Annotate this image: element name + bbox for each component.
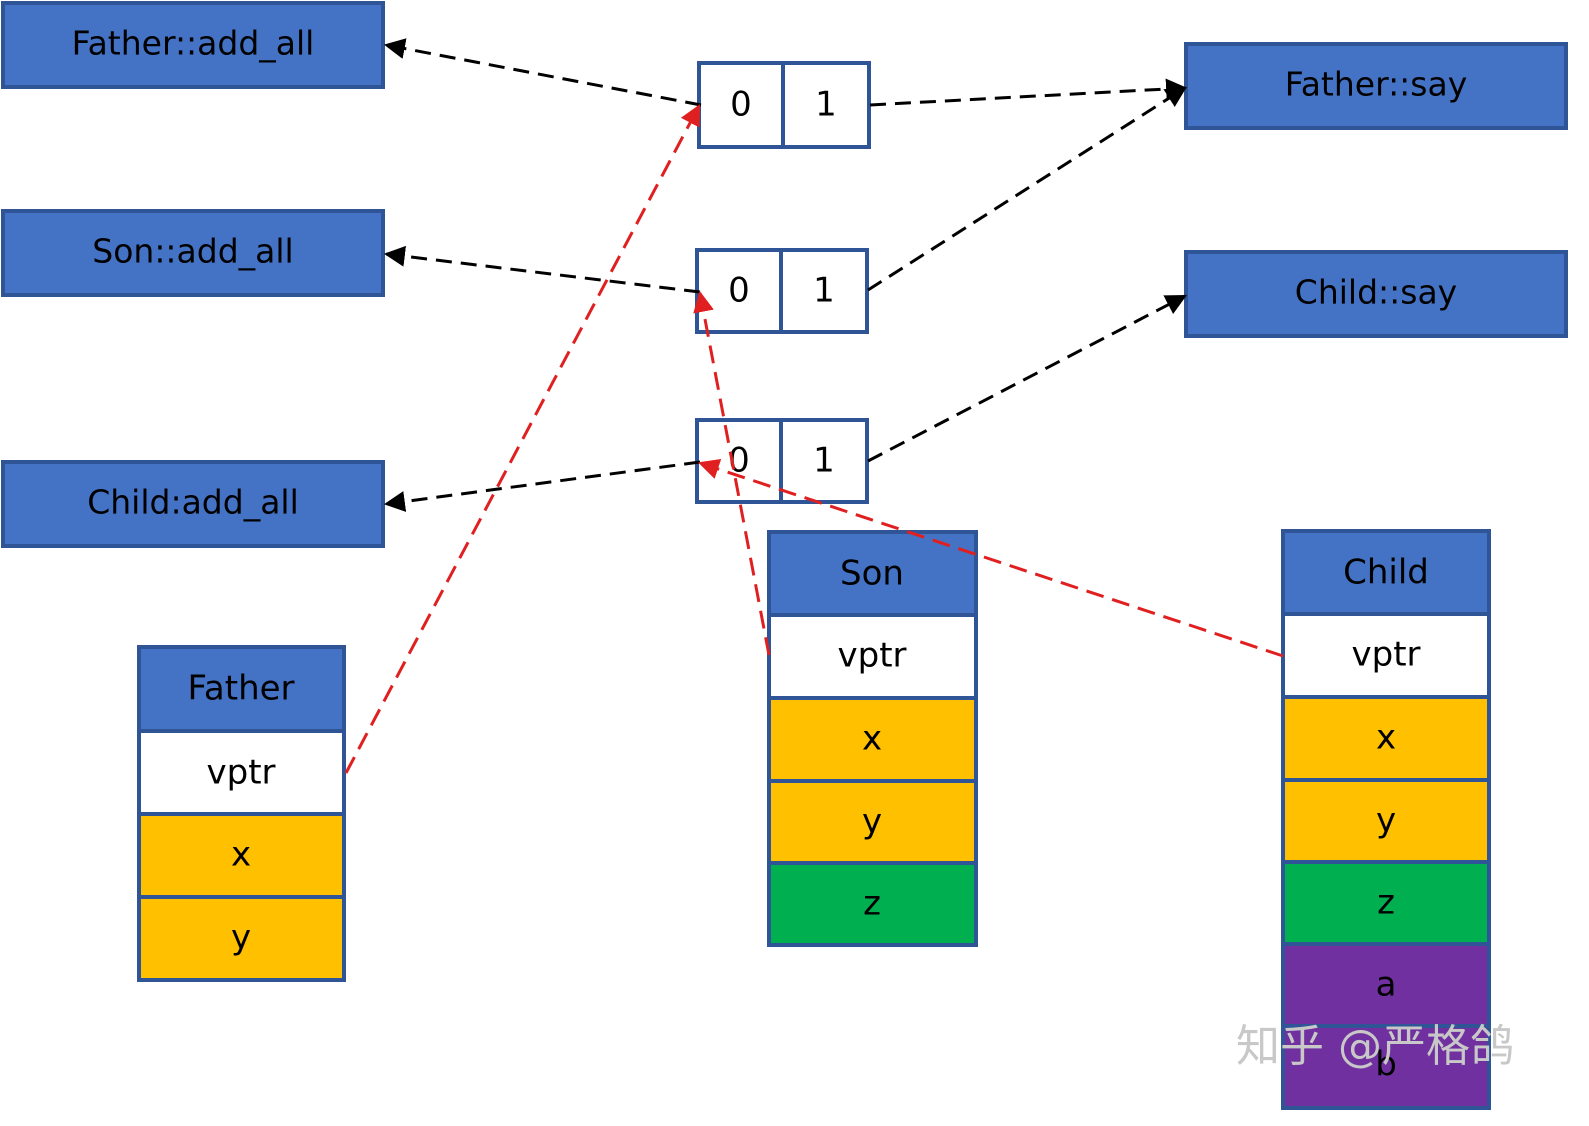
watermark: 知乎 @严格鸽 bbox=[1236, 1021, 1514, 1072]
father-x-cell: x bbox=[231, 835, 251, 875]
father-say-box: Father::say bbox=[1184, 42, 1568, 130]
vtable-child-slot-0: 0 bbox=[728, 441, 750, 481]
child-vptr-cell: vptr bbox=[1351, 635, 1420, 675]
child-add-all-box: Child:add_all bbox=[1, 460, 385, 548]
vptr-arrows bbox=[344, 104, 1284, 774]
child-say-label: Child::say bbox=[1295, 273, 1457, 312]
son-x-cell: x bbox=[862, 719, 882, 759]
arrow-father-slot1-to-father-say bbox=[869, 78, 1188, 107]
child-y-cell: y bbox=[1376, 801, 1396, 841]
child-z-cell: z bbox=[1377, 883, 1395, 923]
son-y-cell: y bbox=[862, 802, 882, 842]
father-object-title: Father bbox=[187, 669, 294, 709]
arrow-child-vptr-to-vtable bbox=[698, 458, 1284, 658]
arrow-father-vptr-to-vtable bbox=[344, 104, 701, 774]
arrow-son-vptr-to-vtable bbox=[693, 290, 771, 656]
child-add-all-label: Child:add_all bbox=[87, 483, 299, 522]
vtable-father-slot-1: 1 bbox=[815, 85, 837, 125]
son-add-all-box: Son::add_all bbox=[1, 209, 385, 297]
son-object: Son vptr x y z bbox=[767, 530, 978, 947]
son-z-cell: z bbox=[863, 884, 881, 924]
child-b-cell: b bbox=[1375, 1045, 1397, 1085]
child-object: Child vptr x y z a b bbox=[1281, 529, 1491, 1110]
father-object: Father vptr x y bbox=[137, 645, 346, 982]
vtable-son-slot-1: 1 bbox=[813, 271, 835, 311]
vtable-son-slot-0: 0 bbox=[728, 271, 750, 311]
arrow-child-slot1-to-child-say bbox=[867, 294, 1187, 463]
arrow-son-slot1-to-father-say bbox=[867, 86, 1187, 292]
father-add-all-label: Father::add_all bbox=[72, 24, 315, 63]
arrow-child-slot0-to-child-add-all bbox=[383, 460, 701, 512]
vtable-father-slot-0: 0 bbox=[730, 85, 752, 125]
arrow-father-slot0-to-father-add-all bbox=[383, 38, 702, 107]
father-add-all-box: Father::add_all bbox=[1, 1, 385, 89]
father-y-cell: y bbox=[231, 918, 251, 958]
function-pointer-arrows bbox=[383, 38, 1188, 512]
child-say-box: Child::say bbox=[1184, 250, 1568, 338]
son-add-all-label: Son::add_all bbox=[92, 232, 293, 271]
father-vptr-cell: vptr bbox=[206, 753, 275, 793]
child-x-cell: x bbox=[1376, 718, 1396, 758]
vtable-father: 0 1 bbox=[697, 61, 871, 149]
father-say-label: Father::say bbox=[1285, 65, 1468, 104]
vtable-son: 0 1 bbox=[695, 248, 869, 334]
arrow-son-slot0-to-son-add-all bbox=[383, 245, 701, 294]
son-object-title: Son bbox=[840, 554, 904, 594]
vtable-child: 0 1 bbox=[695, 418, 869, 504]
child-a-cell: a bbox=[1376, 965, 1397, 1005]
son-vptr-cell: vptr bbox=[837, 636, 906, 676]
vtable-child-slot-1: 1 bbox=[813, 441, 835, 481]
child-object-title: Child bbox=[1343, 553, 1429, 593]
